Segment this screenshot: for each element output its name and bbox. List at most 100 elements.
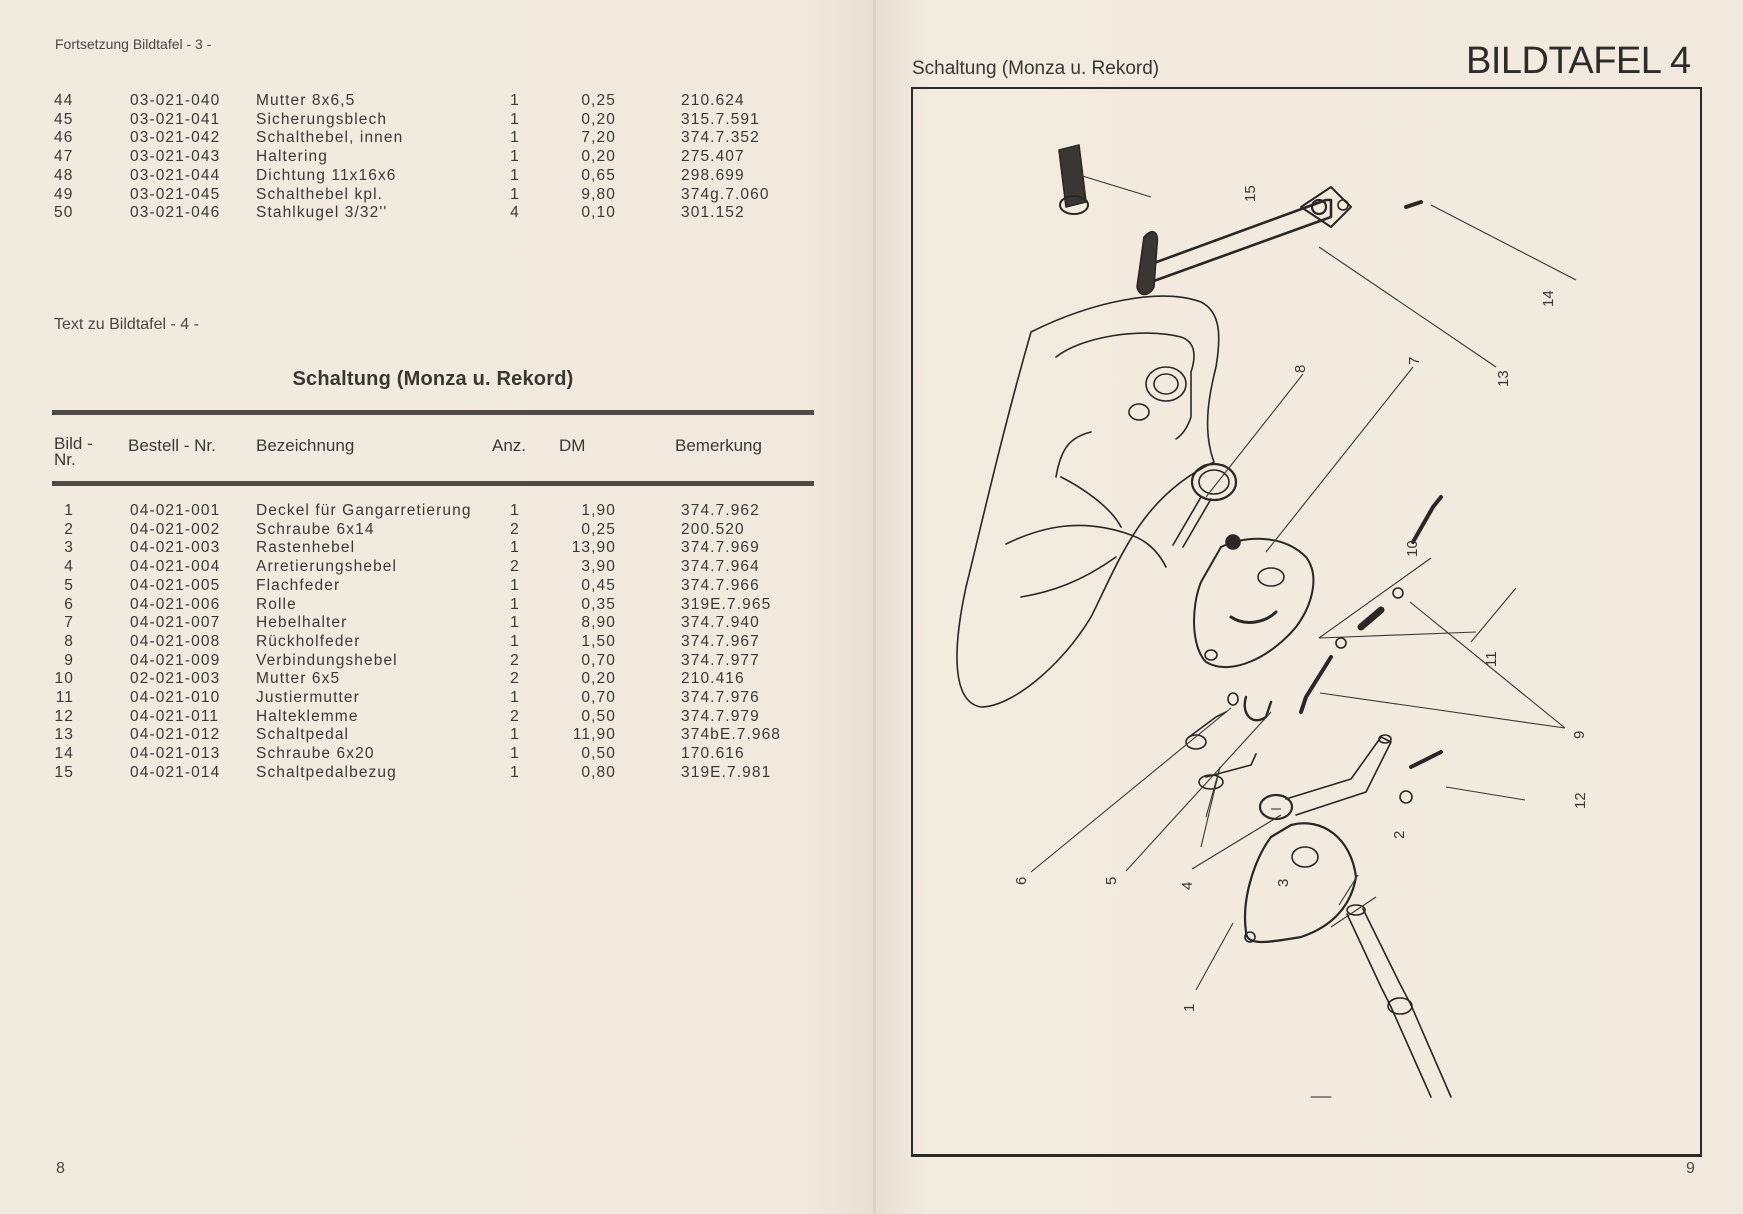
cell-bemerkung: 301.152 bbox=[681, 204, 745, 222]
cell-bild-nr: 2 bbox=[64, 520, 74, 538]
header-bezeichnung: Bezeichnung bbox=[256, 436, 355, 455]
plate-subtitle: Schaltung (Monza u. Rekord) bbox=[912, 58, 1160, 79]
continuation-heading: Fortsetzung Bildtafel - 3 - bbox=[55, 36, 212, 52]
exploded-parts-diagram: 1 2 3 4 5 6 7 8 9 10 11 12 13 14 15 bbox=[956, 144, 1589, 1098]
cell-anz: 2 bbox=[510, 707, 520, 725]
cell-dm: 3,90 bbox=[581, 558, 616, 576]
cell-anz: 1 bbox=[510, 726, 520, 744]
callout-2: 2 bbox=[1391, 831, 1408, 839]
shaft-drawing bbox=[1346, 904, 1452, 1098]
cell-bild-nr: 8 bbox=[64, 632, 74, 650]
cell-bezeichnung: Hebelhalter bbox=[256, 614, 348, 632]
cell-bild-nr: 7 bbox=[64, 614, 74, 632]
callout-5: 5 bbox=[1103, 877, 1120, 885]
book-gutter bbox=[873, 0, 876, 1214]
cell-bezeichnung: Mutter 8x6,5 bbox=[256, 92, 356, 109]
callout-8: 8 bbox=[1292, 365, 1309, 373]
cell-bestell-nr: 04-021-008 bbox=[130, 632, 221, 650]
cell-dm: 0,65 bbox=[581, 166, 616, 184]
cell-dm: 0,20 bbox=[581, 148, 616, 166]
cell-bezeichnung: Dichtung 11x16x6 bbox=[256, 166, 397, 184]
cell-bezeichnung: Schraube 6x20 bbox=[256, 745, 375, 763]
cell-anz: 1 bbox=[510, 763, 520, 781]
cell-bezeichnung: Deckel für Gangarretierung bbox=[256, 502, 472, 519]
cell-bezeichnung: Schalthebel, innen bbox=[256, 129, 404, 147]
cell-bemerkung: 319E.7.965 bbox=[681, 595, 772, 613]
header-bestell-nr: Bestell - Nr. bbox=[128, 436, 216, 455]
callout-1: 1 bbox=[1181, 1004, 1198, 1012]
cell-bemerkung: 374.7.969 bbox=[681, 539, 760, 557]
callout-7: 7 bbox=[1406, 357, 1423, 365]
cell-bestell-nr: 03-021-044 bbox=[130, 166, 221, 184]
cell-bemerkung: 315.7.591 bbox=[681, 110, 760, 128]
section-label: Text zu Bildtafel - 4 - bbox=[54, 316, 199, 333]
cell-bild-nr: 47 bbox=[54, 148, 74, 166]
cell-anz: 1 bbox=[510, 92, 520, 109]
cell-bild-nr: 11 bbox=[55, 689, 74, 706]
callout-4: 4 bbox=[1179, 882, 1196, 890]
cell-bezeichnung: Justiermutter bbox=[256, 689, 360, 706]
cell-dm: 0,25 bbox=[581, 520, 616, 538]
callout-14: 14 bbox=[1540, 290, 1557, 307]
cell-bild-nr: 14 bbox=[54, 745, 74, 763]
header-dm: DM bbox=[559, 436, 586, 455]
cell-bild-nr: 50 bbox=[54, 204, 74, 222]
cell-anz: 1 bbox=[510, 148, 520, 166]
cell-bemerkung: 374.7.352 bbox=[681, 129, 760, 147]
cell-anz: 1 bbox=[510, 614, 520, 632]
cell-bestell-nr: 04-021-002 bbox=[130, 520, 221, 538]
callout-3: 3 bbox=[1275, 879, 1292, 887]
cell-dm: 0,20 bbox=[581, 670, 616, 688]
part-1-cover-drawing bbox=[1244, 822, 1358, 944]
cell-bezeichnung: Verbindungshebel bbox=[256, 651, 398, 669]
cell-bemerkung: 319E.7.981 bbox=[681, 763, 772, 781]
cell-bild-nr: 10 bbox=[54, 670, 74, 688]
cell-bild-nr: 3 bbox=[64, 539, 74, 557]
cell-bestell-nr: 04-021-011 bbox=[130, 707, 220, 725]
cell-dm: 0,50 bbox=[581, 707, 616, 725]
cell-bild-nr: 46 bbox=[54, 129, 74, 147]
cell-anz: 2 bbox=[510, 651, 520, 669]
cell-bezeichnung: Arretierungshebel bbox=[256, 558, 398, 576]
diagram-frame bbox=[911, 87, 1702, 1157]
cell-dm: 0,80 bbox=[581, 763, 616, 781]
cell-bestell-nr: 04-021-013 bbox=[130, 745, 221, 763]
page-number-right: 9 bbox=[1686, 1160, 1695, 1177]
cell-dm: 9,80 bbox=[581, 185, 616, 203]
part-8-spring-drawing bbox=[1172, 462, 1238, 548]
gearbox-housing-drawing bbox=[956, 295, 1220, 708]
cell-bezeichnung: Rückholfeder bbox=[256, 632, 361, 650]
cell-bezeichnung: Mutter 6x5 bbox=[256, 670, 341, 688]
cell-bemerkung: 374.7.977 bbox=[681, 651, 760, 669]
cell-bild-nr: 49 bbox=[54, 185, 74, 203]
header-bemerkung: Bemerkung bbox=[675, 436, 762, 455]
part-7-lever-holder-drawing bbox=[1193, 534, 1315, 668]
cell-bemerkung: 374.7.967 bbox=[681, 632, 760, 650]
cell-bestell-nr: 04-021-001 bbox=[130, 502, 221, 519]
cell-bestell-nr: 04-021-006 bbox=[130, 595, 221, 613]
cell-bemerkung: 298.699 bbox=[681, 166, 745, 184]
cell-anz: 1 bbox=[510, 129, 520, 147]
cell-bemerkung: 210.416 bbox=[681, 670, 745, 688]
cell-dm: 1,50 bbox=[581, 632, 616, 650]
cell-dm: 0,70 bbox=[581, 651, 616, 669]
cell-bestell-nr: 03-021-043 bbox=[130, 148, 221, 166]
cell-dm: 0,20 bbox=[581, 110, 616, 128]
cell-bestell-nr: 02-021-003 bbox=[130, 670, 221, 688]
cell-bezeichnung: Rastenhebel bbox=[256, 539, 356, 557]
header-bild-line2: Nr. bbox=[54, 450, 76, 469]
cell-bestell-nr: 04-021-014 bbox=[130, 763, 221, 781]
callout-13: 13 bbox=[1495, 370, 1512, 387]
cell-bestell-nr: 04-021-004 bbox=[130, 558, 221, 576]
cell-anz: 1 bbox=[510, 539, 520, 557]
cell-bemerkung: 374bE.7.968 bbox=[681, 726, 782, 744]
table-top-rule bbox=[52, 410, 814, 415]
cell-bezeichnung: Flachfeder bbox=[256, 576, 341, 594]
part-15-pedal-rubber-drawing bbox=[1058, 144, 1159, 296]
cell-bild-nr: 44 bbox=[54, 92, 74, 109]
page-number-left: 8 bbox=[56, 1160, 65, 1177]
leader-lines bbox=[1030, 174, 1577, 991]
cell-bestell-nr: 04-021-009 bbox=[130, 651, 221, 669]
cell-bild-nr: 9 bbox=[64, 651, 74, 669]
cell-anz: 1 bbox=[510, 185, 520, 203]
